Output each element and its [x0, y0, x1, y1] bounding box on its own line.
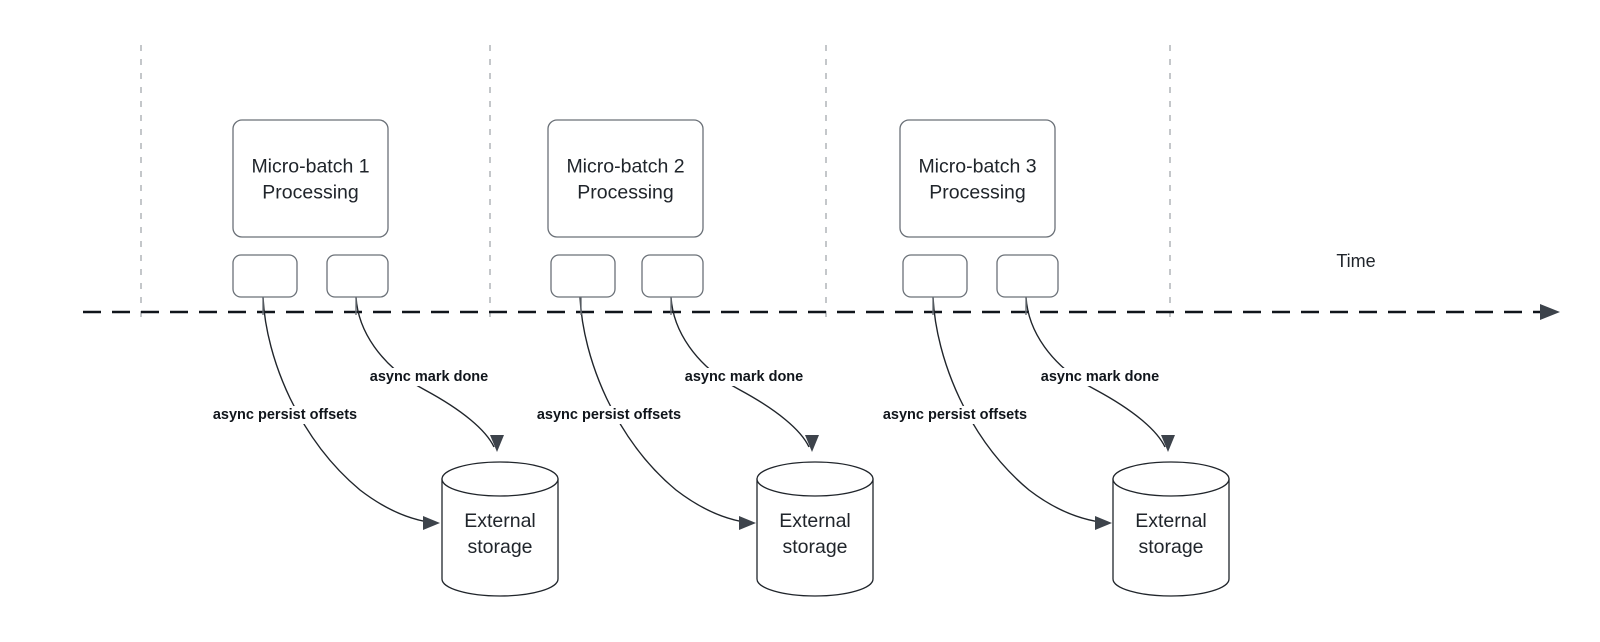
micro-batch-box[interactable] — [899, 119, 1056, 238]
micro-batch-node-1[interactable]: Micro-batch 1 Processing — [232, 119, 389, 238]
storage-label-line1: External — [779, 510, 851, 532]
storage-label-line1: External — [464, 510, 536, 532]
external-storage-node-2[interactable]: External storage — [756, 461, 874, 597]
async-persist-offsets-label-backdrop — [208, 406, 362, 424]
micro-batch-label-line1: Micro-batch 2 — [566, 156, 684, 178]
async-persist-offsets-label-backdrop — [878, 406, 1032, 424]
cylinder-top — [1112, 461, 1230, 497]
time-axis-label: Time — [1336, 251, 1375, 271]
micro-batch-label-line2: Processing — [262, 182, 358, 204]
async-mark-done-arrowhead — [805, 435, 819, 452]
cylinder-body[interactable] — [441, 478, 559, 597]
async-mark-done-label: async mark done — [370, 369, 488, 385]
async-persist-offsets-arrowhead — [423, 516, 440, 530]
storage-label-line2: storage — [782, 536, 847, 558]
micro-batch-label-line1: Micro-batch 1 — [251, 156, 369, 178]
async-mark-done-edge — [1025, 296, 1166, 448]
persist-offsets-task[interactable] — [902, 254, 968, 298]
async-mark-done-arrowhead — [490, 435, 504, 452]
async-mark-done-label: async mark done — [1041, 369, 1159, 385]
cylinder-top — [441, 461, 559, 497]
batch-boundary-lines — [140, 45, 1171, 325]
external-storage-node-1[interactable]: External storage — [441, 461, 559, 597]
time-axis-arrowhead — [1540, 304, 1560, 320]
cylinder-body[interactable] — [1112, 478, 1230, 597]
mark-done-task[interactable] — [996, 254, 1059, 298]
time-axis — [83, 304, 1560, 320]
micro-batch-label-line2: Processing — [577, 182, 673, 204]
external-storage-node-3[interactable]: External storage — [1112, 461, 1230, 597]
async-mark-done-arrowhead — [1161, 435, 1175, 452]
storage-label-line2: storage — [1138, 536, 1203, 558]
micro-batch-label-line1: Micro-batch 3 — [918, 156, 1036, 178]
async-persist-offsets-edge — [262, 296, 437, 524]
axis-label-layer: Time — [1336, 251, 1375, 271]
mark-done-task[interactable] — [326, 254, 389, 298]
async-mark-done-label-backdrop — [1036, 368, 1164, 386]
async-persist-offsets-arrowhead — [1095, 516, 1112, 530]
micro-batch-box[interactable] — [232, 119, 389, 238]
persist-offsets-task[interactable] — [232, 254, 298, 298]
async-mark-done-edge — [670, 296, 810, 448]
async-persist-offsets-label: async persist offsets — [213, 407, 357, 423]
edge-label-layer: async persist offsets async mark done asyn… — [208, 368, 1164, 424]
async-persist-offsets-edge — [932, 296, 1109, 524]
storage-label-line2: storage — [467, 536, 532, 558]
async-persist-offsets-arrowhead — [739, 516, 756, 530]
micro-batch-box[interactable] — [547, 119, 704, 238]
async-mark-done-label-backdrop — [680, 368, 808, 386]
async-mark-done-label-backdrop — [365, 368, 493, 386]
async-mark-done-label: async mark done — [685, 369, 803, 385]
async-persist-offsets-label: async persist offsets — [883, 407, 1027, 423]
cylinder-top — [756, 461, 874, 497]
micro-batch-node-3[interactable]: Micro-batch 3 Processing — [899, 119, 1056, 238]
async-persist-offsets-label: async persist offsets — [537, 407, 681, 423]
persist-offsets-task[interactable] — [550, 254, 616, 298]
async-mark-done-edge — [355, 296, 495, 448]
storage-label-line1: External — [1135, 510, 1207, 532]
cylinder-body[interactable] — [756, 478, 874, 597]
edge-layer — [262, 296, 1175, 530]
micro-batch-node-2[interactable]: Micro-batch 2 Processing — [547, 119, 704, 238]
async-persist-offsets-label-backdrop — [532, 406, 686, 424]
async-persist-offsets-edge — [579, 296, 753, 524]
mark-done-task[interactable] — [641, 254, 704, 298]
micro-batch-label-line2: Processing — [929, 182, 1025, 204]
